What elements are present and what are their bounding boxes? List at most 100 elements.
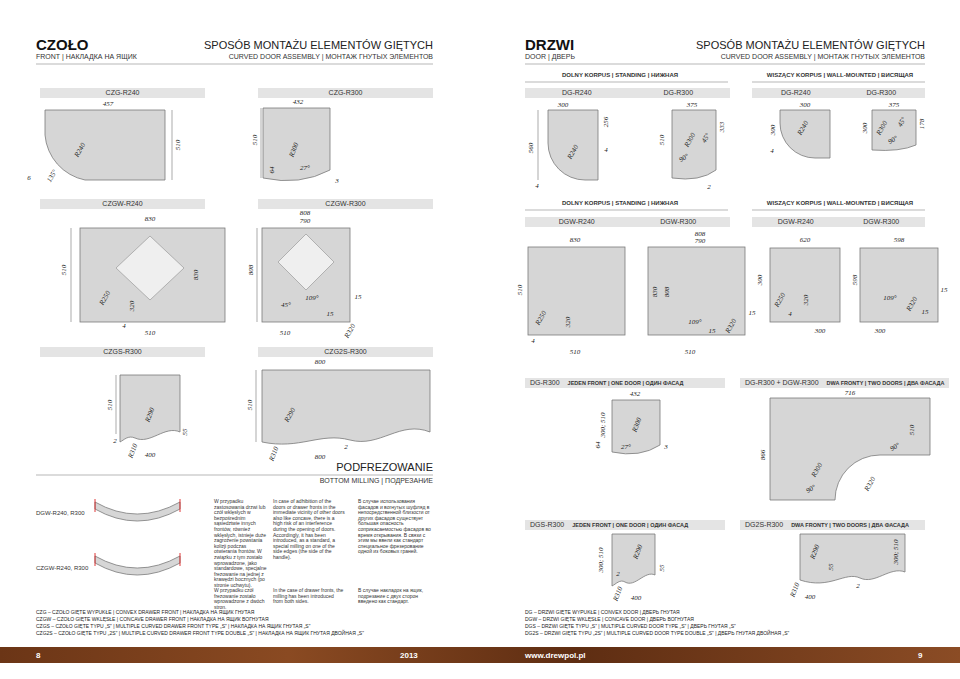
band-label: DG-R300 + DGW-R300 [745, 379, 819, 387]
dimension-label: 716 [845, 389, 856, 397]
dimension-label: R240 [796, 120, 810, 137]
page-footer-text: 8 [36, 651, 40, 660]
subtitle: BOTTOM MILLING | ПОДРЕЗАНИЕ [320, 477, 433, 485]
dimension-label: 598 [851, 275, 859, 286]
code-band: CZG2S-R300 [258, 347, 433, 357]
dimension-label: 300 [875, 327, 886, 335]
dimension-label: 4 [535, 182, 539, 190]
dimension-label: R290 [144, 407, 157, 424]
dimension-label: 4 [770, 147, 774, 155]
dimension-label: 510 [145, 329, 156, 337]
dimension-label: R310 [268, 446, 281, 463]
dimension-line [257, 228, 258, 322]
dimension-label: 3 [664, 443, 668, 451]
dimension-label: R310 [127, 443, 140, 460]
dimension-label: R320 [724, 318, 738, 335]
dimension-label: 45° [896, 116, 908, 129]
band-label: CZGW-R240 [102, 200, 142, 208]
dimension-line [538, 110, 539, 180]
dimension-label: 808 [695, 230, 706, 238]
convex-door [780, 110, 830, 158]
group-heading: WISZĄCY KORPUS | WALL-MOUNTED | ВИСЯЩАЯ [767, 72, 913, 79]
dimension-label: 15 [709, 327, 716, 335]
band-label: DGS-R300 [530, 521, 564, 529]
milling-mark [180, 499, 181, 512]
note-paragraph: В случае накладок на ящик, подрезание с … [358, 588, 432, 605]
band-label: DG-R300 [530, 379, 560, 387]
legend-key: CZG – CZOŁO GIĘTE WYPUKŁE | CONVEX DRAWE… [36, 610, 254, 616]
dimension-label: 15 [327, 310, 334, 318]
dimension-label: R310 [612, 586, 625, 603]
dimension-label: R300 [288, 142, 301, 159]
dimension-label: R320 [863, 476, 877, 493]
concave-front [80, 228, 225, 322]
dimension-label: R240 [73, 142, 87, 159]
legend-key: CZGW – CZOŁO GIĘTE WKLĘSŁE | CONCAVE DRA… [36, 617, 269, 623]
dimension-label: R300 [875, 120, 889, 137]
page-footer-text: www.drewpol.pl [525, 651, 586, 660]
dimension-label: 808 [247, 265, 255, 276]
band-label: DGW-R300 [660, 218, 696, 226]
dimension-line [261, 108, 262, 178]
code-band: DG-R300JEDEN FRONT | ONE DOOR | ОДИН ФАС… [525, 378, 725, 388]
code-band: DGW-R240DGW-R300 [525, 217, 730, 227]
dimension-label: 15 [355, 293, 362, 301]
dimension-lines [71, 108, 538, 442]
dimension-label: 6 [27, 174, 31, 182]
legend-key: CZG2S – CZOŁO GIĘTE TYPU „2S” | MULTIPLE… [36, 631, 364, 637]
dimension-label: 300 [558, 101, 569, 109]
band-label: CZG-R240 [106, 89, 140, 97]
code-band: CZGS-R300 [40, 347, 205, 357]
dimension-label: 510 [174, 140, 182, 151]
dimension-line [71, 228, 72, 322]
door-pair [770, 398, 930, 500]
double-s-front [262, 370, 430, 444]
section-title: PODFREZOWANIE [336, 461, 433, 474]
note-paragraph: In case of adhibition of the doors or dr… [273, 499, 345, 561]
dimension-label: 3 [335, 177, 339, 185]
dimension-label: 2 [856, 582, 860, 590]
double-s-door [800, 534, 905, 583]
dimension-label: 45° [281, 301, 291, 309]
dimension-label: 300; 510 [599, 412, 607, 437]
dimension-label: 4 [788, 310, 792, 318]
dimension-label: 64 [594, 442, 602, 449]
legend-key: DGW – DRZWI GIĘTE WKLĘSŁE | CONCAVE DOOR… [525, 617, 694, 623]
dimension-label: 457 [103, 100, 114, 108]
dimension-label: 830 [192, 270, 200, 281]
dimension-label: 300 [815, 327, 826, 335]
dimension-label: 620 [800, 236, 811, 244]
dimension-label: 510 [516, 285, 524, 296]
dimension-label: 15 [922, 308, 929, 316]
dimension-label: R320 [343, 323, 357, 340]
convex-front [45, 110, 165, 180]
dimension-label: 2 [113, 437, 117, 445]
section-title: SPOSÓB MONTAŻU ELEMENTÓW GIĘTYCH [696, 39, 925, 52]
page-footer-text: 9 [918, 651, 922, 660]
dimension-label: 510 [685, 348, 696, 356]
rule-line [36, 64, 433, 65]
convex-door [872, 110, 916, 150]
s-front [120, 375, 180, 442]
band-label: DGW-R240 [778, 218, 814, 226]
concave-front [262, 228, 350, 322]
code-band: CZGW-R240 [40, 199, 205, 209]
rule-line [752, 210, 925, 211]
subtitle: DOOR | ДВЕРЬ [525, 53, 575, 61]
dimension-label: R290 [809, 544, 822, 561]
concave-door [528, 247, 625, 335]
dimension-label: R250 [534, 310, 548, 327]
band-label: DG-R240 [562, 89, 592, 97]
code-band: CZG-R240 [40, 88, 205, 98]
convex-door [612, 400, 660, 454]
rule-line [36, 475, 433, 476]
dimension-label: 320 [564, 317, 572, 328]
dimension-label: 800 [315, 453, 326, 461]
dimension-label: 2 [707, 183, 711, 191]
dimension-label: 808 [663, 287, 671, 298]
legend-key: DGS – DRZWI GIĘTE TYPU „S” | MULTIPLE CU… [525, 624, 736, 630]
dimension-label: 400 [145, 451, 156, 459]
milling-section [95, 556, 180, 575]
rule-line [525, 64, 925, 65]
